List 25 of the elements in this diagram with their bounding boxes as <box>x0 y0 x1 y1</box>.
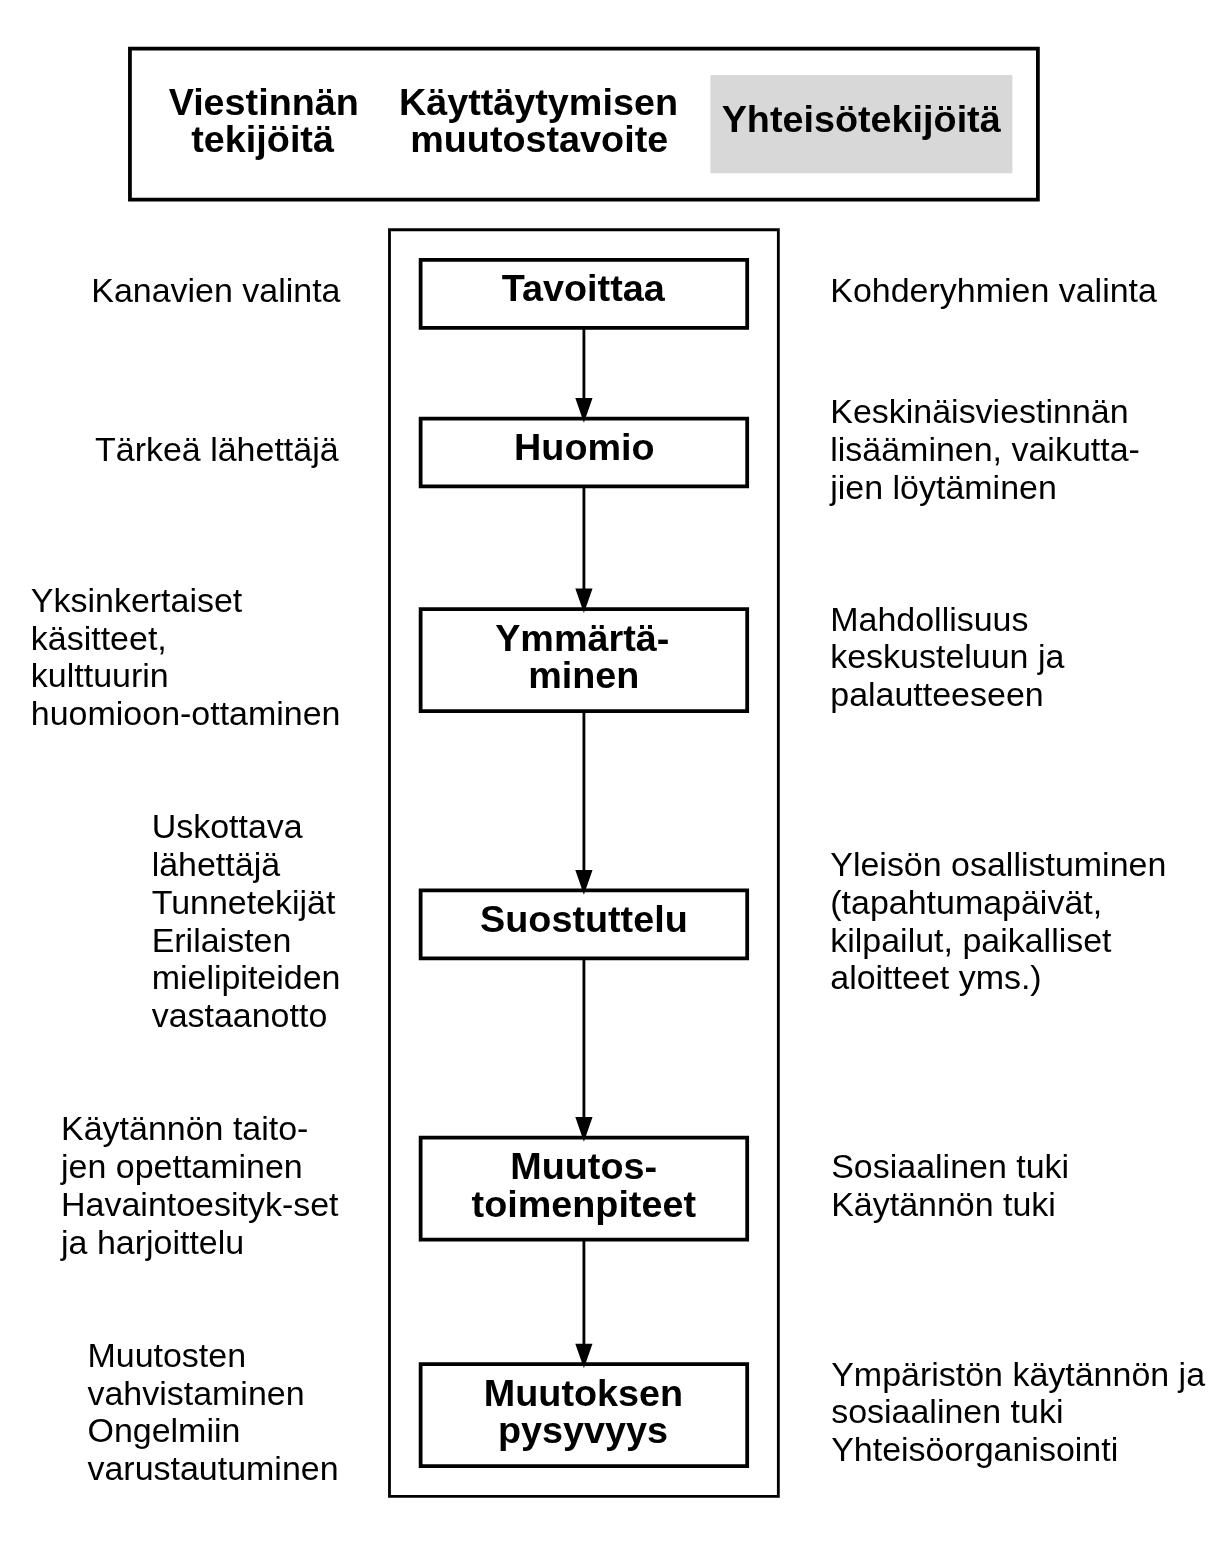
node-box: Muutoksen pysyvyys <box>418 1361 750 1468</box>
label: Mahdollisuus keskusteluun ja palautteeseen <box>830 599 1065 713</box>
arrow <box>575 1239 593 1368</box>
arrow <box>575 711 593 895</box>
label: Uskottava lähettäjä Tunnetekijät Erilaisten mielipiteiden vastaanotto <box>151 806 341 1034</box>
node-box: Tavoittaa <box>418 257 750 330</box>
node-box: Viestinnän tekijöitä Käyttäytymisen muutostavoite Yhteisötekijöitä <box>128 46 1040 201</box>
label: Keskinäisviestinnän lisääminen, vaikutta-jien löytäminen <box>830 391 1140 506</box>
arrow <box>575 958 593 1142</box>
label: Tärkeä lähettäjä <box>95 429 339 468</box>
label: Yleisön osallistuminen (tapahtumapäivät, kilpailut, paikalliset aloitteet yms.) <box>830 844 1167 996</box>
arrow <box>575 486 593 613</box>
label: Ympäristön käytännön ja sosiaalinen tuki Yhteisöorganisointi <box>831 1354 1206 1468</box>
label: Sosiaalinen tuki Käytännön tuki <box>831 1146 1070 1223</box>
label: Kohderyhmien valinta <box>830 270 1157 309</box>
label: Kanavien valinta <box>91 270 341 309</box>
label: Yksinkertaiset käsitteet, kulttuurin huomioon-ottaminen <box>30 580 341 732</box>
arrow <box>575 328 593 423</box>
cluster <box>388 227 780 1498</box>
node-box: Muutos-toimenpiteet <box>418 1135 750 1242</box>
label: Muutosten vahvistaminen Ongelmiin varustautuminen <box>87 1335 339 1487</box>
label: Käytännön taito-jen opettaminen Havaintoesityk-set ja harjoittelu <box>61 1108 339 1261</box>
node-box: Huomio <box>418 416 750 488</box>
node-box: Suostuttelu <box>418 888 750 960</box>
node-box: Ymmärtä-minen <box>418 606 750 713</box>
